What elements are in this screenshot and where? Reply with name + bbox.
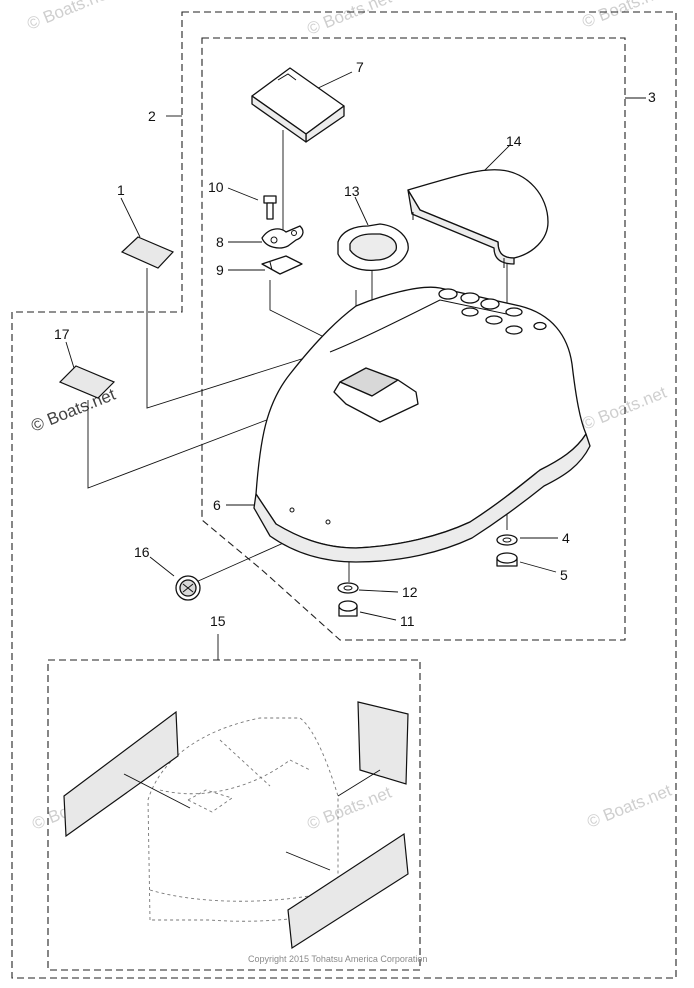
leader-10 bbox=[227, 187, 259, 201]
emblem-part-16 bbox=[175, 575, 201, 601]
watermark-text: © Boats.net bbox=[304, 0, 394, 39]
decal-side-left bbox=[63, 710, 179, 838]
decal-part-1 bbox=[120, 236, 175, 269]
watermark-text: © Boats.net bbox=[584, 781, 674, 832]
callout-7: 7 bbox=[356, 59, 364, 75]
cap-part-14 bbox=[407, 169, 549, 268]
leader-1 bbox=[120, 197, 141, 238]
leader-13 bbox=[354, 196, 369, 226]
bolt-part-10 bbox=[263, 195, 277, 220]
callout-9: 9 bbox=[216, 262, 224, 278]
leader-7 bbox=[313, 71, 353, 91]
callout-5: 5 bbox=[560, 567, 568, 583]
decal-front-right bbox=[357, 701, 409, 785]
group-boundary-3 bbox=[201, 37, 626, 641]
plate-part-9 bbox=[261, 255, 303, 275]
nut-part-5 bbox=[496, 552, 518, 567]
callout-13: 13 bbox=[344, 183, 360, 199]
callout-12: 12 bbox=[402, 584, 418, 600]
clip-part-8 bbox=[261, 225, 304, 249]
decal-side-right bbox=[287, 832, 409, 950]
callout-2: 2 bbox=[148, 108, 156, 124]
plate-part-7 bbox=[251, 67, 345, 143]
callout-labels: 1 2 3 4 5 6 7 8 9 10 11 12 13 14 15 16 1… bbox=[54, 59, 656, 629]
cowl-fittings bbox=[438, 288, 547, 335]
callout-17: 17 bbox=[54, 326, 70, 342]
callout-1: 1 bbox=[117, 182, 125, 198]
callout-6: 6 bbox=[213, 497, 221, 513]
leader-17 bbox=[65, 341, 75, 369]
decal-part-17 bbox=[58, 365, 116, 399]
top-cowl-part-6 bbox=[253, 286, 591, 563]
watermark-text: © Boats.net bbox=[579, 383, 669, 434]
copyright-notice: Copyright 2015 Tohatsu America Corporati… bbox=[248, 954, 427, 964]
leader-1-down bbox=[146, 268, 331, 409]
callout-3: 3 bbox=[648, 89, 656, 105]
watermark-text: © Boats.net bbox=[24, 0, 114, 34]
decal-kit-part-15 bbox=[63, 701, 409, 950]
seal-part-13 bbox=[337, 223, 409, 272]
leader-15-b bbox=[337, 769, 381, 797]
callout-16: 16 bbox=[134, 544, 150, 560]
callout-11: 11 bbox=[400, 613, 415, 629]
callout-8: 8 bbox=[216, 234, 224, 250]
leader-15-a bbox=[123, 773, 191, 809]
washer-part-4 bbox=[496, 534, 518, 546]
watermark-text: © Boats.net bbox=[304, 783, 394, 834]
callout-15: 15 bbox=[210, 613, 226, 629]
callout-4: 4 bbox=[562, 530, 570, 546]
callout-10: 10 bbox=[208, 179, 224, 195]
group-boundary-2 bbox=[11, 11, 677, 979]
leader-15-c bbox=[285, 851, 331, 871]
watermark-text-strong: © Boats.net bbox=[28, 385, 118, 436]
leader-11 bbox=[359, 611, 397, 621]
leader-16 bbox=[149, 556, 175, 577]
washer-part-12 bbox=[337, 582, 359, 594]
callout-14: 14 bbox=[506, 133, 522, 149]
leader-12 bbox=[358, 589, 399, 593]
leader-5 bbox=[519, 561, 557, 573]
watermark-text: © Boats.net bbox=[579, 0, 669, 32]
nut-part-11 bbox=[338, 600, 358, 617]
